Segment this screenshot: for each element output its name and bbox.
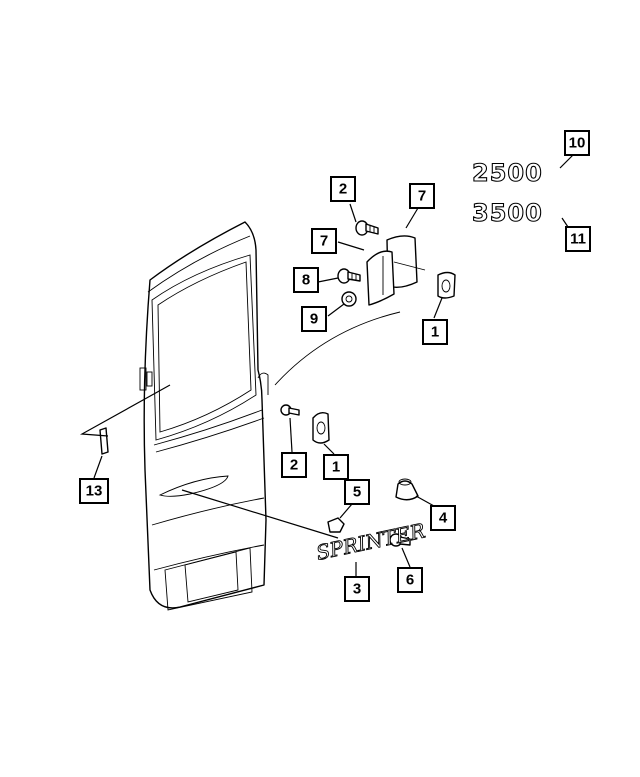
svg-text:1: 1: [431, 324, 439, 341]
svg-text:11: 11: [570, 231, 586, 248]
svg-text:10: 10: [569, 135, 586, 152]
screw-part-6: [389, 533, 411, 547]
door-check-plates-part-7: [366, 235, 426, 306]
svg-text:13: 13: [86, 483, 103, 500]
callout-7-right: 7: [409, 183, 435, 209]
callout-3: 3: [344, 576, 370, 602]
svg-text:2: 2: [290, 457, 298, 474]
callout-2-mid: 2: [281, 452, 307, 478]
callout-1-top: 1: [422, 319, 448, 345]
callout-2-top: 2: [330, 176, 356, 202]
callout-11: 11: [565, 226, 591, 252]
callout-8: 8: [293, 267, 319, 293]
svg-text:1: 1: [332, 459, 340, 476]
striker-part-1-mid: [312, 411, 330, 444]
svg-text:3: 3: [353, 581, 361, 598]
callout-13: 13: [79, 478, 109, 504]
callout-7-left: 7: [311, 228, 337, 254]
bumper-part-4: [395, 478, 419, 501]
callout-9: 9: [301, 306, 327, 332]
callout-4: 4: [430, 505, 456, 531]
callout-5: 5: [344, 479, 370, 505]
svg-text:7: 7: [320, 233, 328, 250]
nut-part-9: [341, 291, 357, 307]
callout-10: 10: [564, 130, 590, 156]
seal-strip-part-13: [99, 427, 109, 455]
rear-door: [139, 221, 401, 611]
callout-6: 6: [397, 567, 423, 593]
svg-text:4: 4: [439, 510, 448, 527]
bolt-part-8: [337, 268, 361, 284]
svg-text:5: 5: [353, 484, 361, 501]
badge-3500: 3500: [472, 199, 543, 227]
striker-part-1-top: [437, 271, 456, 299]
svg-text:9: 9: [310, 311, 318, 328]
badge-2500: 2500: [472, 159, 543, 187]
bolt-part-2-top: [355, 220, 379, 236]
svg-text:2: 2: [339, 181, 347, 198]
leader-lines: [79, 151, 577, 576]
clip-part-5: [327, 517, 345, 533]
bolt-part-2-mid: [280, 404, 300, 416]
callout-1-mid: 1: [323, 454, 349, 480]
svg-text:6: 6: [406, 572, 414, 589]
svg-text:7: 7: [418, 188, 426, 205]
svg-text:8: 8: [302, 272, 310, 289]
